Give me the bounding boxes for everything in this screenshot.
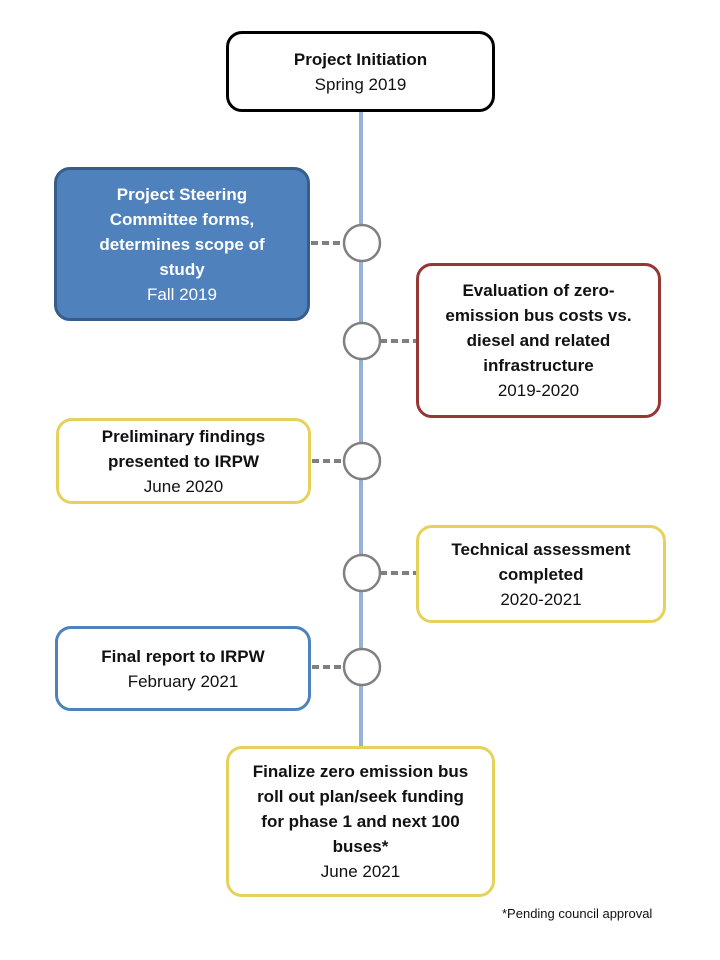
milestone-date: Fall 2019 [147, 284, 217, 304]
milestone-date: 2020-2021 [500, 589, 582, 609]
milestone-date: 2019-2020 [497, 381, 580, 400]
milestone-final-report: Final report to IRPW February 2021 [55, 626, 311, 711]
footnote: *Pending council approval [502, 906, 653, 921]
milestone-project-initiation: Project Initiation Spring 2019 [226, 31, 495, 112]
milestone-title: Project Initiation [293, 49, 428, 69]
milestone-title: Finalize zero emission bus roll out plan… [252, 762, 469, 856]
milestone-title: Evaluation of zero- emission bus costs v… [445, 281, 632, 375]
timeline-node-steering [342, 223, 382, 263]
milestone-steering-committee: Project Steering Committee forms, determ… [54, 167, 310, 321]
milestone-date: Spring 2019 [314, 74, 407, 94]
timeline-node-evaluation [342, 321, 382, 361]
timeline-node-final [342, 647, 382, 687]
milestone-evaluation: Evaluation of zero- emission bus costs v… [416, 263, 661, 418]
timeline-node-preliminary [342, 441, 382, 481]
milestone-date: June 2020 [143, 476, 224, 496]
milestone-preliminary-findings: Preliminary findings presented to IRPW J… [56, 418, 311, 504]
milestone-title: Preliminary findings presented to IRPW [101, 426, 266, 471]
milestone-date: June 2021 [320, 862, 401, 881]
milestone-technical-assessment: Technical assessment completed 2020-2021 [416, 525, 666, 623]
timeline-node-technical [342, 553, 382, 593]
milestone-title: Technical assessment completed [451, 539, 631, 584]
milestone-title: Final report to IRPW [101, 646, 265, 666]
milestone-title: Project Steering Committee forms, determ… [99, 184, 265, 279]
milestone-finalize-rollout: Finalize zero emission bus roll out plan… [226, 746, 495, 897]
milestone-date: February 2021 [127, 671, 239, 691]
